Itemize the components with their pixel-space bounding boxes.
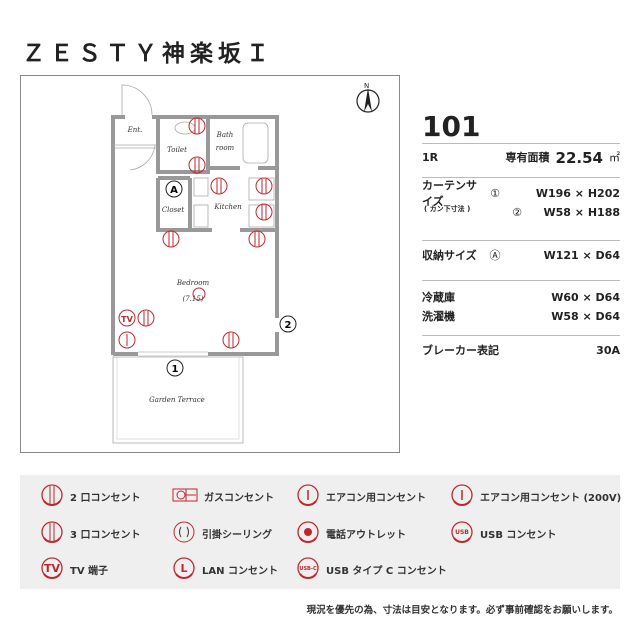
storage-marker: A: [165, 180, 183, 198]
legend-item: ガスコンセント: [172, 483, 274, 510]
legend-item: USB-C USB タイプ C コンセント: [296, 556, 447, 583]
curtain-2-value: W58 × H188: [543, 206, 620, 219]
legend-label: エアコン用コンセント (200V): [480, 493, 622, 504]
legend-item: 2 口コンセント: [40, 483, 140, 510]
legend: [20, 475, 620, 589]
room-label-terrace: Garden Terrace: [149, 396, 205, 404]
legend-item: TV TV 端子: [40, 556, 108, 583]
legend-label: USB タイプ C コンセント: [326, 566, 447, 577]
washer-label: 洗濯機: [422, 310, 455, 323]
storage-value: W121 × D64: [543, 249, 620, 262]
svg-text:USB: USB: [455, 529, 469, 536]
svg-text:TV: TV: [44, 562, 61, 575]
room-label-toilet: Toilet: [167, 146, 187, 154]
curtain-label: カーテンサイズ: [422, 179, 477, 208]
legend-item: L LAN コンセント: [172, 556, 278, 583]
usb-c-outlet-icon: USB-C: [296, 556, 326, 583]
legend-item: USB USB コンセント: [450, 520, 556, 547]
svg-text:2: 2: [285, 320, 292, 331]
floor-plan-frame: [20, 75, 400, 453]
svg-text:N: N: [364, 82, 369, 90]
area-value: 22.54: [555, 149, 603, 167]
legend-label: ガスコンセント: [204, 493, 274, 504]
curtain-sub: ( カン下寸法 ): [424, 205, 471, 213]
room-label-closet: Closet: [162, 206, 185, 214]
disclaimer-note: 現況を優先の為、寸法は目安となります。必ず事前確認をお願いします。: [306, 605, 618, 616]
phone-outlet-icon: [296, 520, 326, 547]
curtain-1-value: W196 × H202: [535, 187, 620, 200]
room-label-kitchen: Kitchen: [213, 203, 242, 211]
usb-outlet-icon: USB: [450, 520, 480, 547]
fridge-label: 冷蔵庫: [422, 291, 455, 304]
svg-text:USB-C: USB-C: [299, 566, 317, 572]
legend-label: 3 口コンセント: [70, 530, 141, 541]
svg-text:TV: TV: [121, 315, 133, 324]
window-1-marker: 1: [166, 359, 184, 377]
legend-label: 電話アウトレット: [326, 530, 406, 541]
ac-outlet-icon: [296, 483, 326, 510]
gas-outlet-icon: [172, 483, 204, 510]
room-label-bedroom-size: (7.15): [182, 295, 203, 303]
legend-label: 2 口コンセント: [70, 493, 141, 504]
legend-label: 引掛シーリング: [202, 530, 272, 541]
legend-label: LAN コンセント: [202, 566, 278, 577]
svg-text:1: 1: [172, 364, 179, 375]
legend-label: USB コンセント: [480, 530, 557, 541]
layout-row: 1R 専有面積 22.54 ㎡: [422, 150, 620, 166]
curtain-2-mark: ②: [512, 206, 522, 219]
window-2-marker: 2: [279, 315, 297, 333]
legend-item: 3 口コンセント: [40, 520, 140, 547]
outlet-3-icon: [40, 520, 70, 547]
outlet-2-icon: [40, 483, 70, 510]
svg-text:A: A: [170, 185, 178, 196]
fridge-value: W60 × D64: [551, 291, 620, 304]
legend-label: エアコン用コンセント: [326, 493, 426, 504]
curtain-1-mark: ①: [490, 187, 500, 200]
area-unit: ㎡: [609, 151, 620, 164]
legend-item: 電話アウトレット: [296, 520, 406, 547]
north-compass-icon: N: [356, 82, 380, 113]
storage-label: 収納サイズ: [422, 249, 477, 262]
legend-item: エアコン用コンセント (200V): [450, 483, 621, 510]
area-label: 専有面積: [505, 151, 550, 164]
legend-item: 引掛シーリング: [172, 520, 272, 547]
washer-value: W58 × D64: [551, 310, 620, 323]
page-title: ＺＥＳＴＹ神楽坂Ｉ: [22, 41, 274, 67]
room-label-bedroom: Bedroom: [176, 279, 210, 287]
ceiling-hook-icon: [172, 520, 202, 547]
legend-label: TV 端子: [70, 566, 109, 577]
room-label-bath: Bath: [216, 131, 234, 139]
layout-type: 1R: [422, 151, 439, 164]
room-label-ent: Ent.: [127, 126, 143, 134]
ac-outlet-200v-icon: [450, 483, 480, 510]
floor-plan: N Ent. Toilet Bath room Closet Kitchen B…: [111, 82, 380, 444]
breaker-label: ブレーカー表記: [422, 344, 499, 357]
lan-outlet-icon: L: [172, 556, 202, 583]
svg-text:L: L: [180, 562, 187, 575]
tv-terminal-icon: TV: [40, 556, 70, 583]
tv-terminal-marker: TV: [118, 309, 136, 327]
unit-number: 101: [422, 110, 481, 143]
room-label-bath-2: room: [216, 144, 235, 152]
outlet-markers: [118, 117, 273, 349]
legend-item: エアコン用コンセント: [296, 483, 426, 510]
breaker-value: 30A: [596, 344, 620, 357]
storage-mark: Ⓐ: [489, 249, 501, 262]
